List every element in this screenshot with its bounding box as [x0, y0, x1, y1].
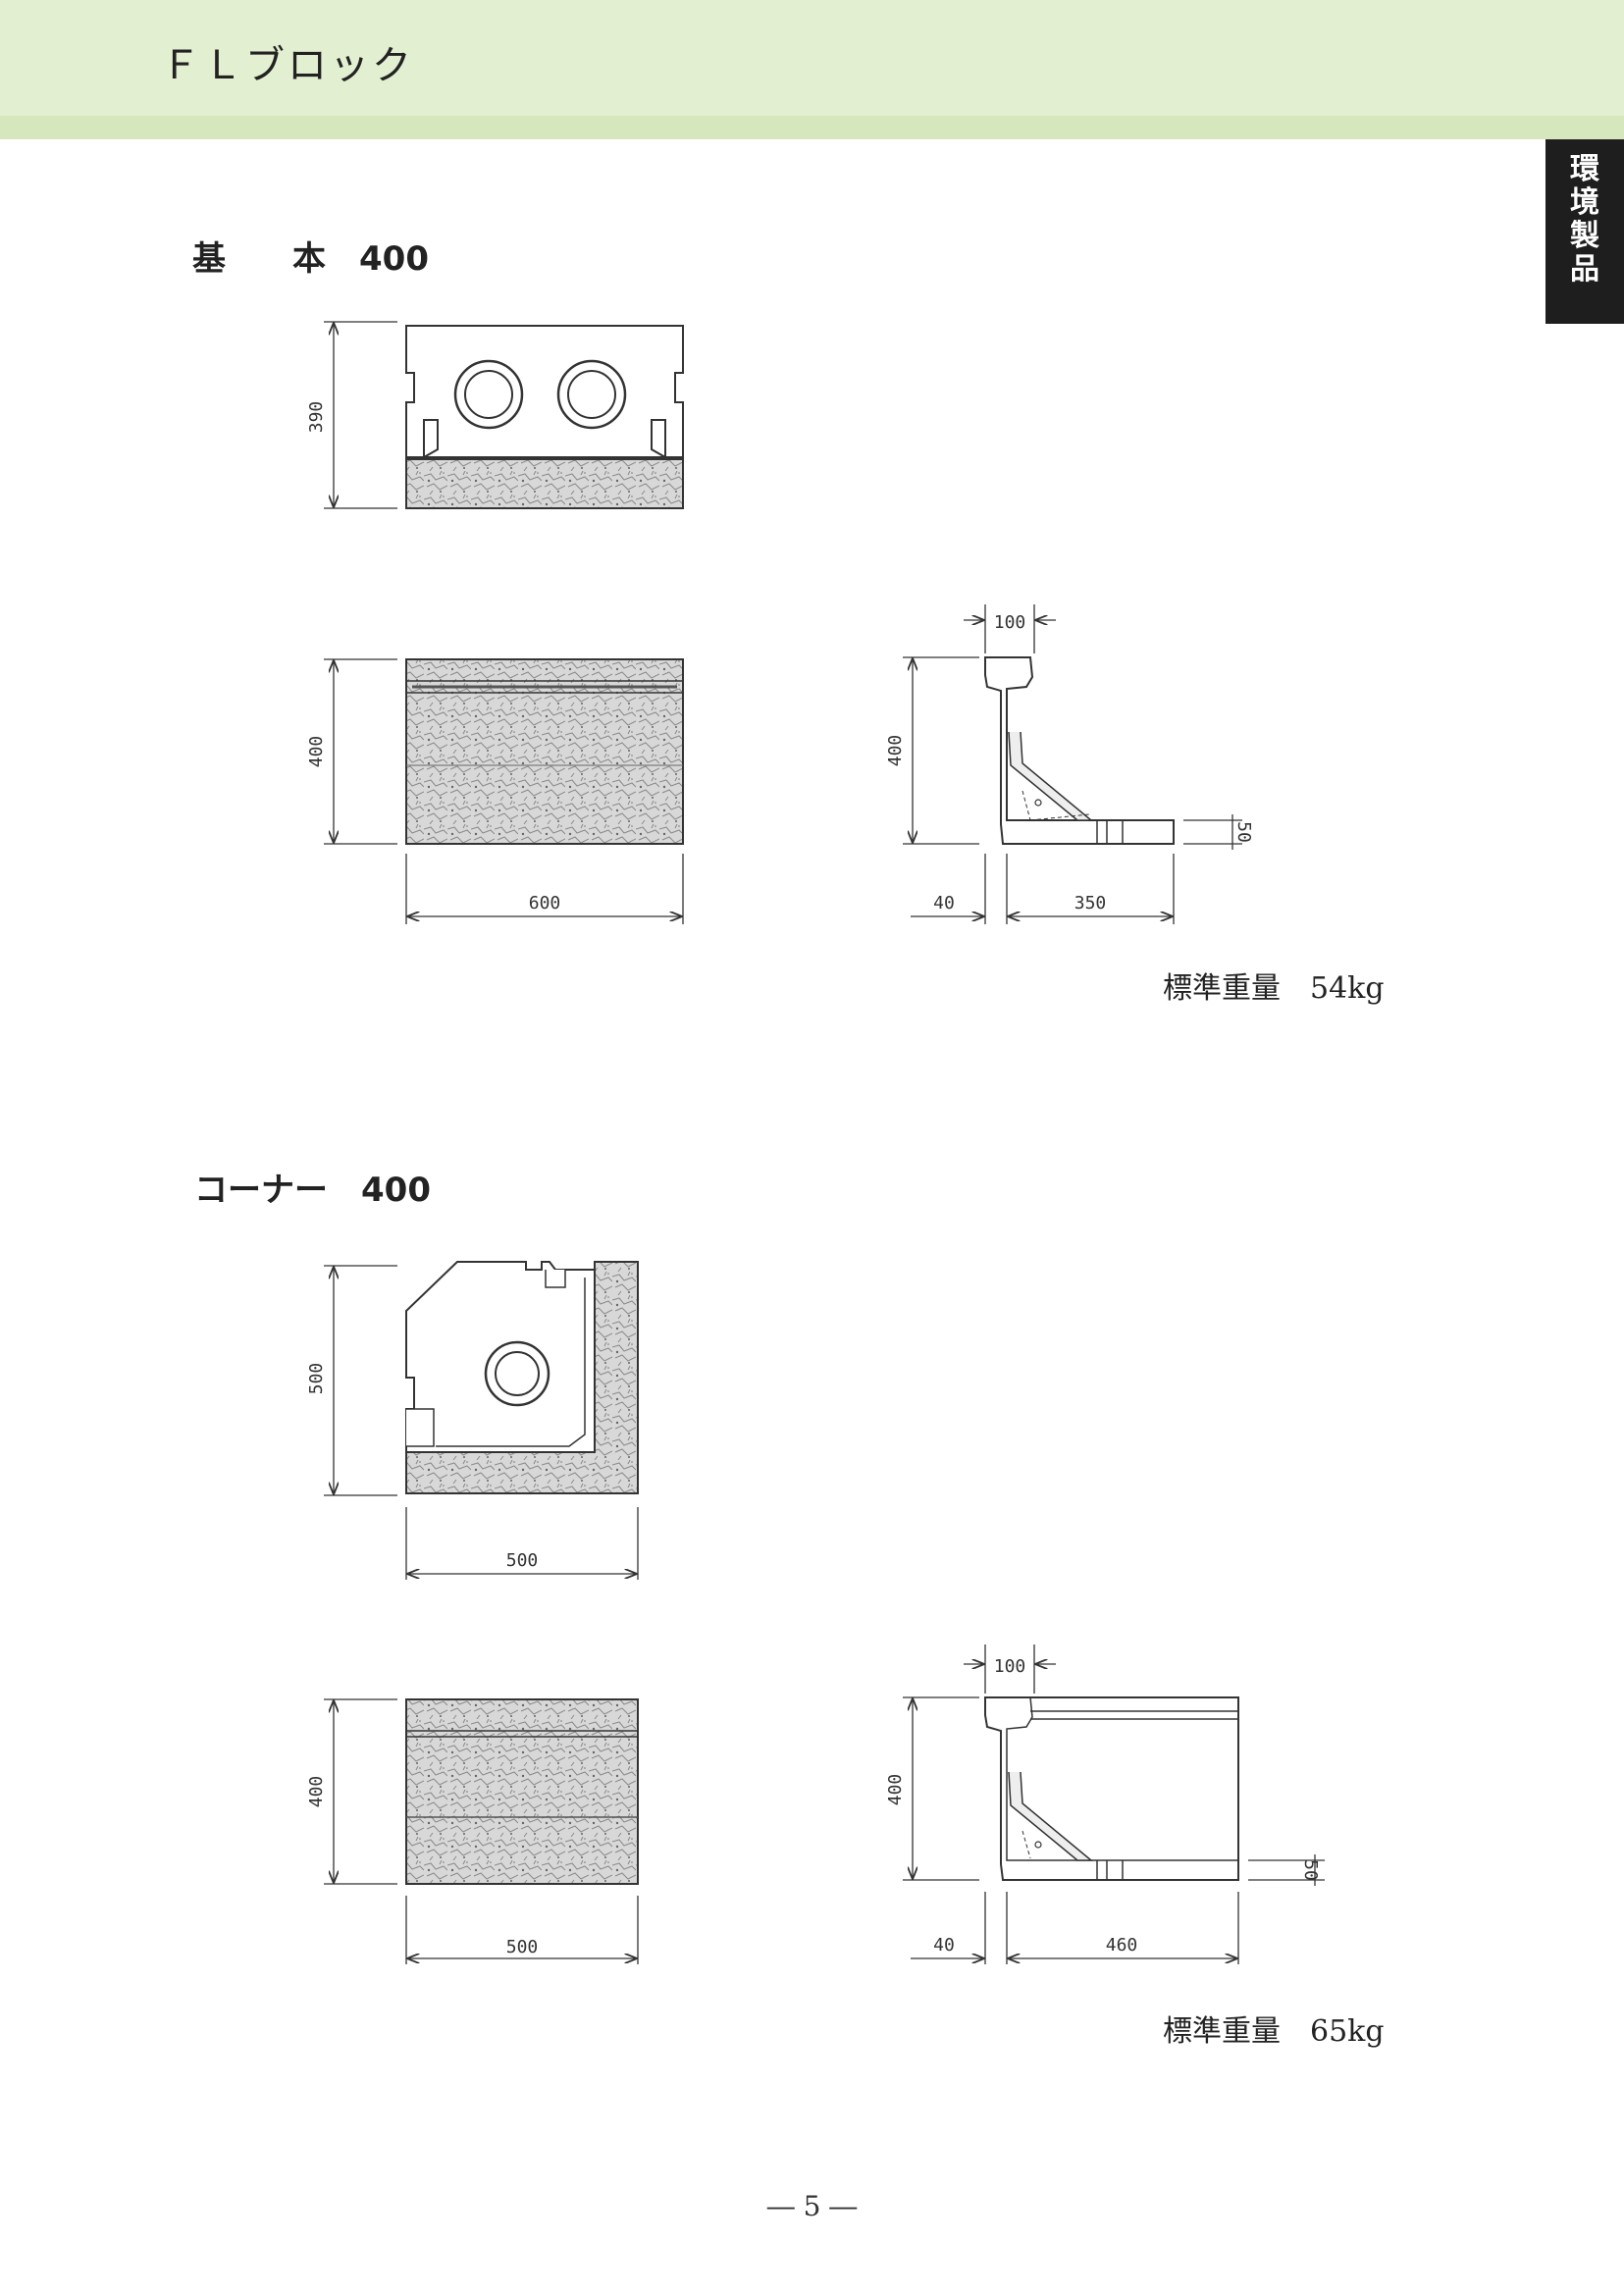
corner-top-height-label: 500	[306, 1363, 327, 1395]
basic-top-height-label: 390	[306, 401, 327, 434]
page-title: ＦＬブロック	[161, 43, 414, 88]
side-tab: 環境製品	[1545, 139, 1624, 324]
corner-front-dims	[324, 1698, 639, 1964]
basic-front-dims	[324, 658, 684, 924]
header-band	[0, 0, 1624, 116]
corner-side-left-label: 40	[933, 1935, 955, 1956]
basic-side-left-label: 40	[933, 893, 955, 913]
corner-side-height-label: 400	[885, 1774, 906, 1806]
section-title-basic: 基 本 400	[192, 239, 429, 279]
section-title-corner: コーナー 400	[194, 1171, 431, 1210]
basic-side-base-label: 350	[1074, 893, 1107, 913]
page-number: ― 5 ―	[766, 2190, 858, 2222]
corner-front-view	[405, 1698, 639, 1885]
basic-side-top-label: 100	[994, 612, 1026, 633]
corner-weight-value: 65kg	[1310, 2014, 1385, 2049]
basic-front-view	[405, 658, 684, 845]
basic-side-height-label: 400	[885, 735, 906, 767]
basic-top-height-dim	[324, 321, 397, 509]
basic-front-width-label: 600	[529, 893, 561, 913]
basic-top-view	[405, 325, 684, 509]
corner-side-thick-label: 50	[1300, 1859, 1321, 1881]
side-tab-label: 環境製品	[1570, 152, 1599, 287]
corner-side-top-label: 100	[994, 1656, 1026, 1677]
corner-top-width-label: 500	[506, 1550, 539, 1571]
basic-side-thick-label: 50	[1233, 821, 1254, 843]
basic-side-section	[984, 656, 1175, 845]
corner-side-section	[984, 1696, 1239, 1881]
basic-weight: 標準重量 54kg	[1163, 964, 1385, 1007]
basic-side-dims	[903, 604, 1242, 924]
corner-side-base-label: 460	[1106, 1935, 1138, 1956]
corner-weight: 標準重量 65kg	[1163, 2007, 1385, 2050]
corner-top-dims	[324, 1265, 639, 1580]
corner-top-view	[405, 1261, 639, 1494]
basic-front-height-label: 400	[306, 736, 327, 768]
basic-weight-label: 標準重量	[1163, 971, 1281, 1006]
corner-front-height-label: 400	[306, 1776, 327, 1808]
corner-weight-label: 標準重量	[1163, 2014, 1281, 2049]
header-strip	[0, 116, 1624, 139]
corner-side-dims	[903, 1644, 1325, 1964]
corner-front-width-label: 500	[506, 1937, 539, 1957]
basic-weight-value: 54kg	[1310, 971, 1385, 1006]
